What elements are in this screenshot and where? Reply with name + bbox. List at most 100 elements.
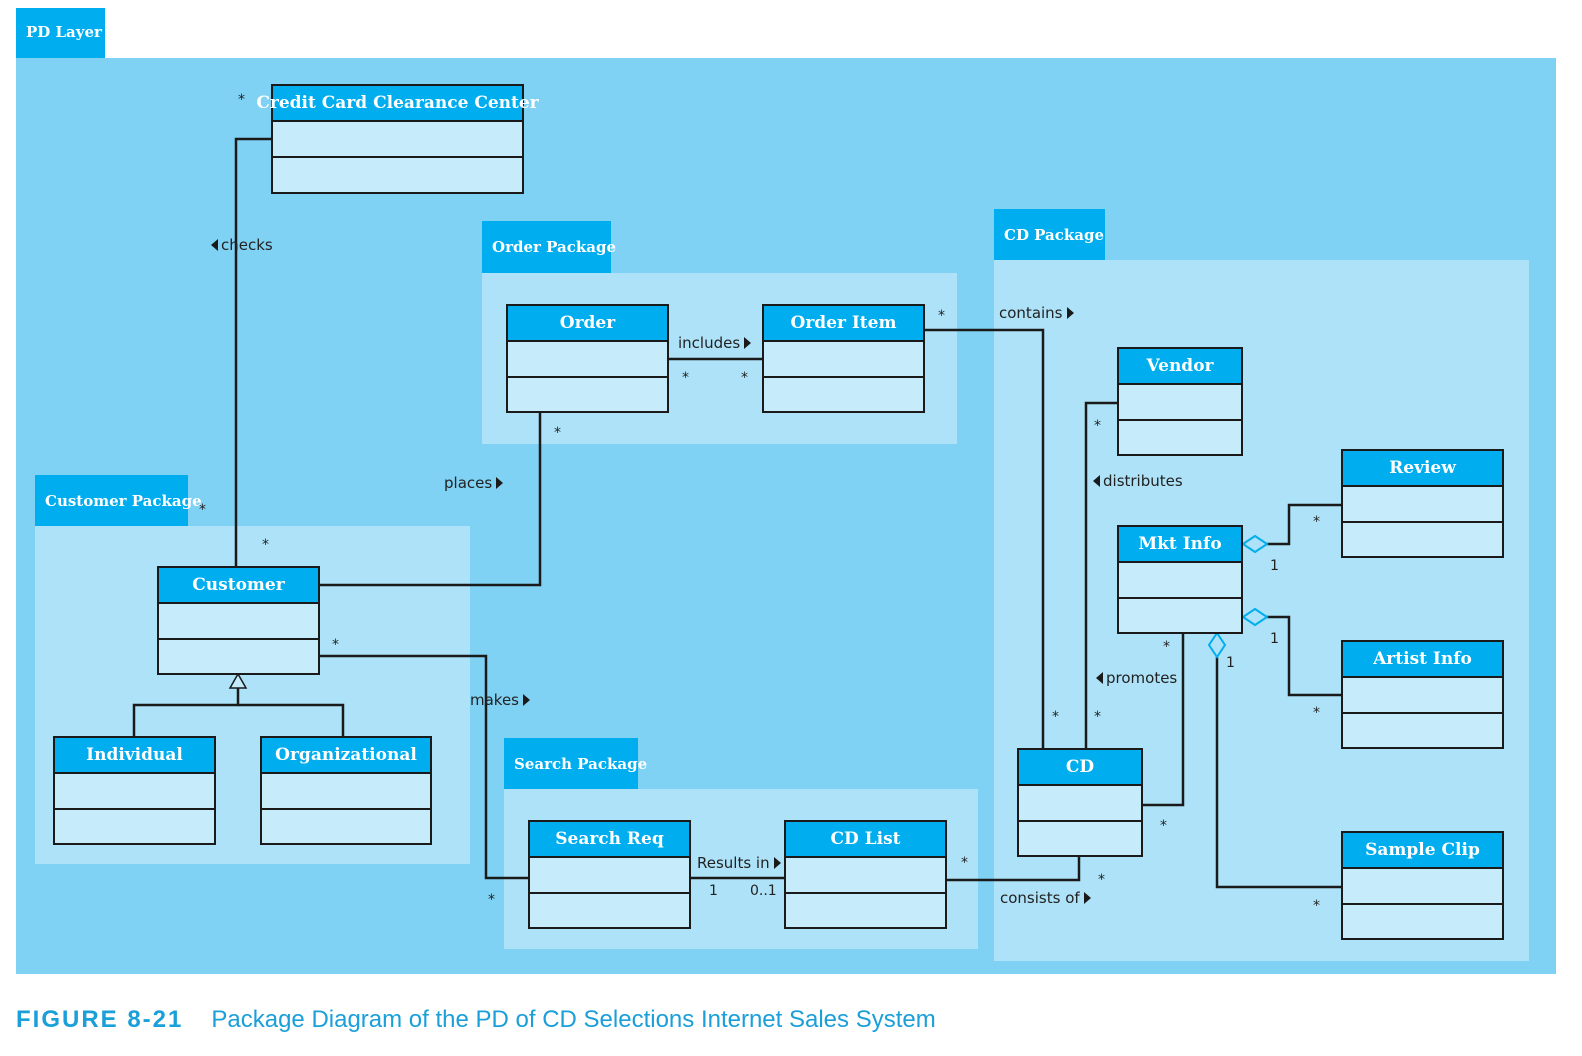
- operations-compartment: [1343, 711, 1502, 748]
- attributes-compartment: [1119, 385, 1241, 419]
- multiplicity: *: [741, 370, 748, 386]
- places-line: [318, 412, 542, 587]
- multiplicity: *: [488, 892, 495, 908]
- multiplicity: *: [262, 537, 269, 553]
- multiplicity: *: [1313, 898, 1320, 914]
- operations-compartment: [530, 891, 689, 928]
- consists-of-label: consists of: [1000, 891, 1091, 906]
- class-title: Individual: [55, 738, 214, 774]
- multiplicity: *: [554, 425, 561, 441]
- operations-compartment: [273, 156, 522, 192]
- multiplicity: 0..1: [750, 883, 777, 899]
- cd-package-tab: CD Package: [994, 209, 1105, 260]
- multiplicity: *: [1098, 872, 1105, 888]
- class-title: CD List: [786, 822, 945, 858]
- class-title: CD: [1019, 750, 1141, 786]
- operations-compartment: [786, 891, 945, 928]
- consists-of-line: [946, 856, 1081, 882]
- class-title: Organizational: [262, 738, 430, 774]
- customer-class: Customer: [157, 566, 320, 675]
- multiplicity: 1: [1270, 631, 1279, 647]
- cd-list-class: CD List: [784, 820, 947, 929]
- artist-info-line: [1266, 615, 1343, 697]
- attributes-compartment: [1119, 563, 1241, 597]
- credit-card-clearance-center-class: Credit Card Clearance Center: [256, 84, 539, 194]
- multiplicity: *: [1163, 639, 1170, 655]
- multiplicity: *: [1313, 514, 1320, 530]
- pd-layer-tab: PD Layer: [16, 8, 105, 58]
- contains-line: [924, 328, 1045, 750]
- class-title: Vendor: [1119, 349, 1241, 385]
- multiplicity: *: [938, 308, 945, 324]
- makes-label: makes: [470, 693, 530, 708]
- includes-label: includes: [678, 336, 751, 351]
- artist-aggregation-diamond: [1241, 607, 1269, 627]
- operations-compartment: [508, 375, 667, 412]
- places-label: places: [444, 476, 503, 491]
- generalization-arrow: [228, 672, 248, 689]
- operations-compartment: [159, 637, 318, 674]
- class-title: Credit Card Clearance Center: [256, 86, 539, 122]
- generalization-line: [132, 687, 240, 737]
- operations-compartment: [1119, 596, 1241, 633]
- multiplicity: *: [961, 855, 968, 871]
- operations-compartment: [1343, 520, 1502, 557]
- multiplicity: 1: [1270, 558, 1279, 574]
- review-line: [1266, 503, 1343, 546]
- sample-clip-class: Sample Clip: [1341, 831, 1504, 940]
- operations-compartment: [55, 807, 214, 844]
- multiplicity: *: [1094, 418, 1101, 434]
- mkt-info-class: Mkt Info: [1117, 525, 1243, 634]
- attributes-compartment: [262, 774, 430, 808]
- attributes-compartment: [1019, 786, 1141, 820]
- attributes-compartment: [764, 342, 923, 376]
- checks-line: [234, 137, 272, 567]
- order-class: Order: [506, 304, 669, 413]
- distributes-label: distributes: [1093, 474, 1183, 489]
- customer-package-tab: Customer Package: [35, 475, 202, 526]
- class-title: Order Item: [764, 306, 923, 342]
- attributes-compartment: [273, 122, 522, 156]
- multiplicity: *: [682, 370, 689, 386]
- attributes-compartment: [786, 858, 945, 892]
- order-package-tab: Order Package: [482, 221, 616, 273]
- class-title: Sample Clip: [1343, 833, 1502, 869]
- attributes-compartment: [1343, 678, 1502, 712]
- makes-line: [318, 654, 530, 880]
- operations-compartment: [1019, 819, 1141, 856]
- organizational-class: Organizational: [260, 736, 432, 845]
- class-title: Order: [508, 306, 667, 342]
- figure-title: Package Diagram of the PD of CD Selectio…: [211, 1006, 936, 1033]
- multiplicity: *: [1052, 709, 1059, 725]
- contains-label: contains: [999, 306, 1074, 321]
- results-in-label: Results in: [697, 856, 781, 871]
- multiplicity: 1: [1226, 655, 1235, 671]
- promotes-line: [1140, 633, 1185, 807]
- attributes-compartment: [508, 342, 667, 376]
- promotes-label: promotes: [1096, 671, 1177, 686]
- class-title: Artist Info: [1343, 642, 1502, 678]
- checks-label: checks: [211, 238, 273, 253]
- multiplicity: 1: [709, 883, 718, 899]
- class-title: Mkt Info: [1119, 527, 1241, 563]
- class-title: Customer: [159, 568, 318, 604]
- operations-compartment: [764, 375, 923, 412]
- class-title: Search Req: [530, 822, 689, 858]
- search-req-class: Search Req: [528, 820, 691, 929]
- sample-clip-aggregation-diamond: [1207, 631, 1227, 659]
- attributes-compartment: [530, 858, 689, 892]
- multiplicity: *: [1094, 709, 1101, 725]
- multiplicity: *: [1160, 818, 1167, 834]
- review-class: Review: [1341, 449, 1504, 558]
- operations-compartment: [262, 807, 430, 844]
- attributes-compartment: [159, 604, 318, 638]
- class-title: Review: [1343, 451, 1502, 487]
- vendor-class: Vendor: [1117, 347, 1243, 456]
- distributes-line: [1084, 401, 1119, 750]
- attributes-compartment: [1343, 869, 1502, 903]
- attributes-compartment: [1343, 487, 1502, 521]
- multiplicity: *: [332, 637, 339, 653]
- artist-info-class: Artist Info: [1341, 640, 1504, 749]
- review-aggregation-diamond: [1241, 534, 1269, 554]
